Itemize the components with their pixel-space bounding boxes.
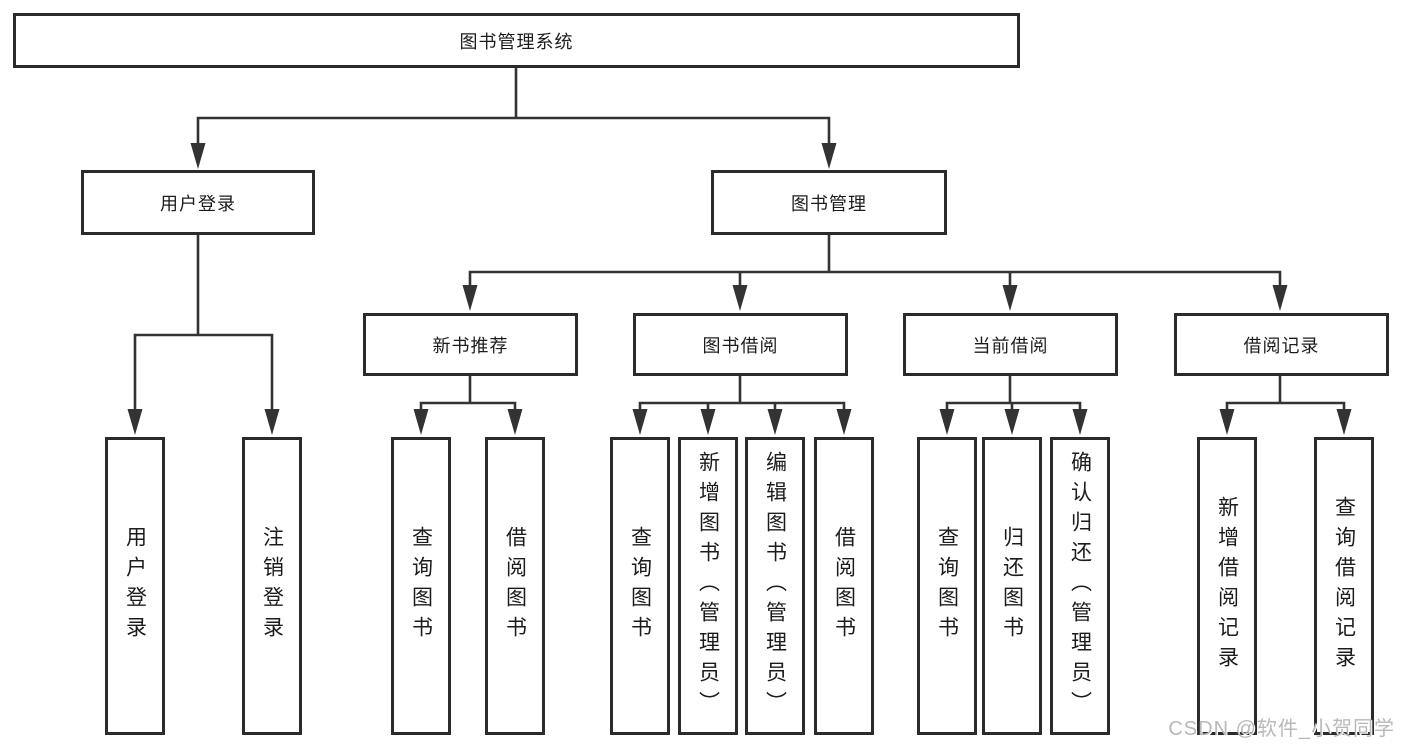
node-label: 借阅图书 (832, 526, 856, 646)
leaf-borrow-books: 借阅图书 (814, 437, 874, 735)
node-label: 用户登录 (160, 193, 236, 214)
leaf-add-books-admin: 新增图书（管理员） (678, 437, 738, 735)
node-user-login: 用户登录 (81, 170, 315, 235)
leaf-add-borrow-record: 新增借阅记录 (1197, 437, 1257, 735)
leaf-borrow-books-recommend: 借阅图书 (485, 437, 545, 735)
node-label: 查询图书 (409, 526, 433, 646)
leaf-user-login: 用户登录 (105, 437, 165, 735)
leaf-edit-books-admin: 编辑图书（管理员） (745, 437, 805, 735)
node-label: 用户登录 (123, 526, 147, 646)
node-label: 确认归还（管理员） (1068, 451, 1092, 721)
leaf-query-books-recommend: 查询图书 (391, 437, 451, 735)
leaf-logout: 注销登录 (242, 437, 302, 735)
node-label: 编辑图书（管理员） (763, 451, 787, 721)
node-label: 查询图书 (628, 526, 652, 646)
leaf-return-books: 归还图书 (982, 437, 1042, 735)
node-label: 新书推荐 (432, 335, 509, 356)
node-label: 查询图书 (935, 526, 959, 646)
node-label: 注销登录 (260, 526, 284, 646)
node-label: 图书管理系统 (459, 31, 574, 52)
node-label: 当前借阅 (972, 335, 1049, 356)
node-new-book-recommend: 新书推荐 (363, 313, 578, 376)
node-label: 新增借阅记录 (1215, 496, 1239, 676)
node-label: 新增图书（管理员） (696, 451, 720, 721)
node-label: 借阅图书 (503, 526, 527, 646)
node-borrow-records: 借阅记录 (1174, 313, 1389, 376)
leaf-query-books-borrowing: 查询图书 (610, 437, 670, 735)
leaf-confirm-return-admin: 确认归还（管理员） (1050, 437, 1110, 735)
leaf-query-books-current: 查询图书 (917, 437, 977, 735)
node-system-root: 图书管理系统 (13, 13, 1020, 68)
node-label: 查询借阅记录 (1332, 496, 1356, 676)
node-label: 归还图书 (1000, 526, 1024, 646)
node-label: 借阅记录 (1243, 335, 1320, 356)
node-label: 图书借阅 (702, 335, 779, 356)
node-book-management: 图书管理 (711, 170, 947, 235)
leaf-query-borrow-record: 查询借阅记录 (1314, 437, 1374, 735)
node-current-borrowing: 当前借阅 (903, 313, 1118, 376)
node-label: 图书管理 (791, 193, 867, 214)
node-book-borrowing: 图书借阅 (633, 313, 848, 376)
csdn-watermark: CSDN @软件_小贺同学 (1168, 718, 1395, 740)
